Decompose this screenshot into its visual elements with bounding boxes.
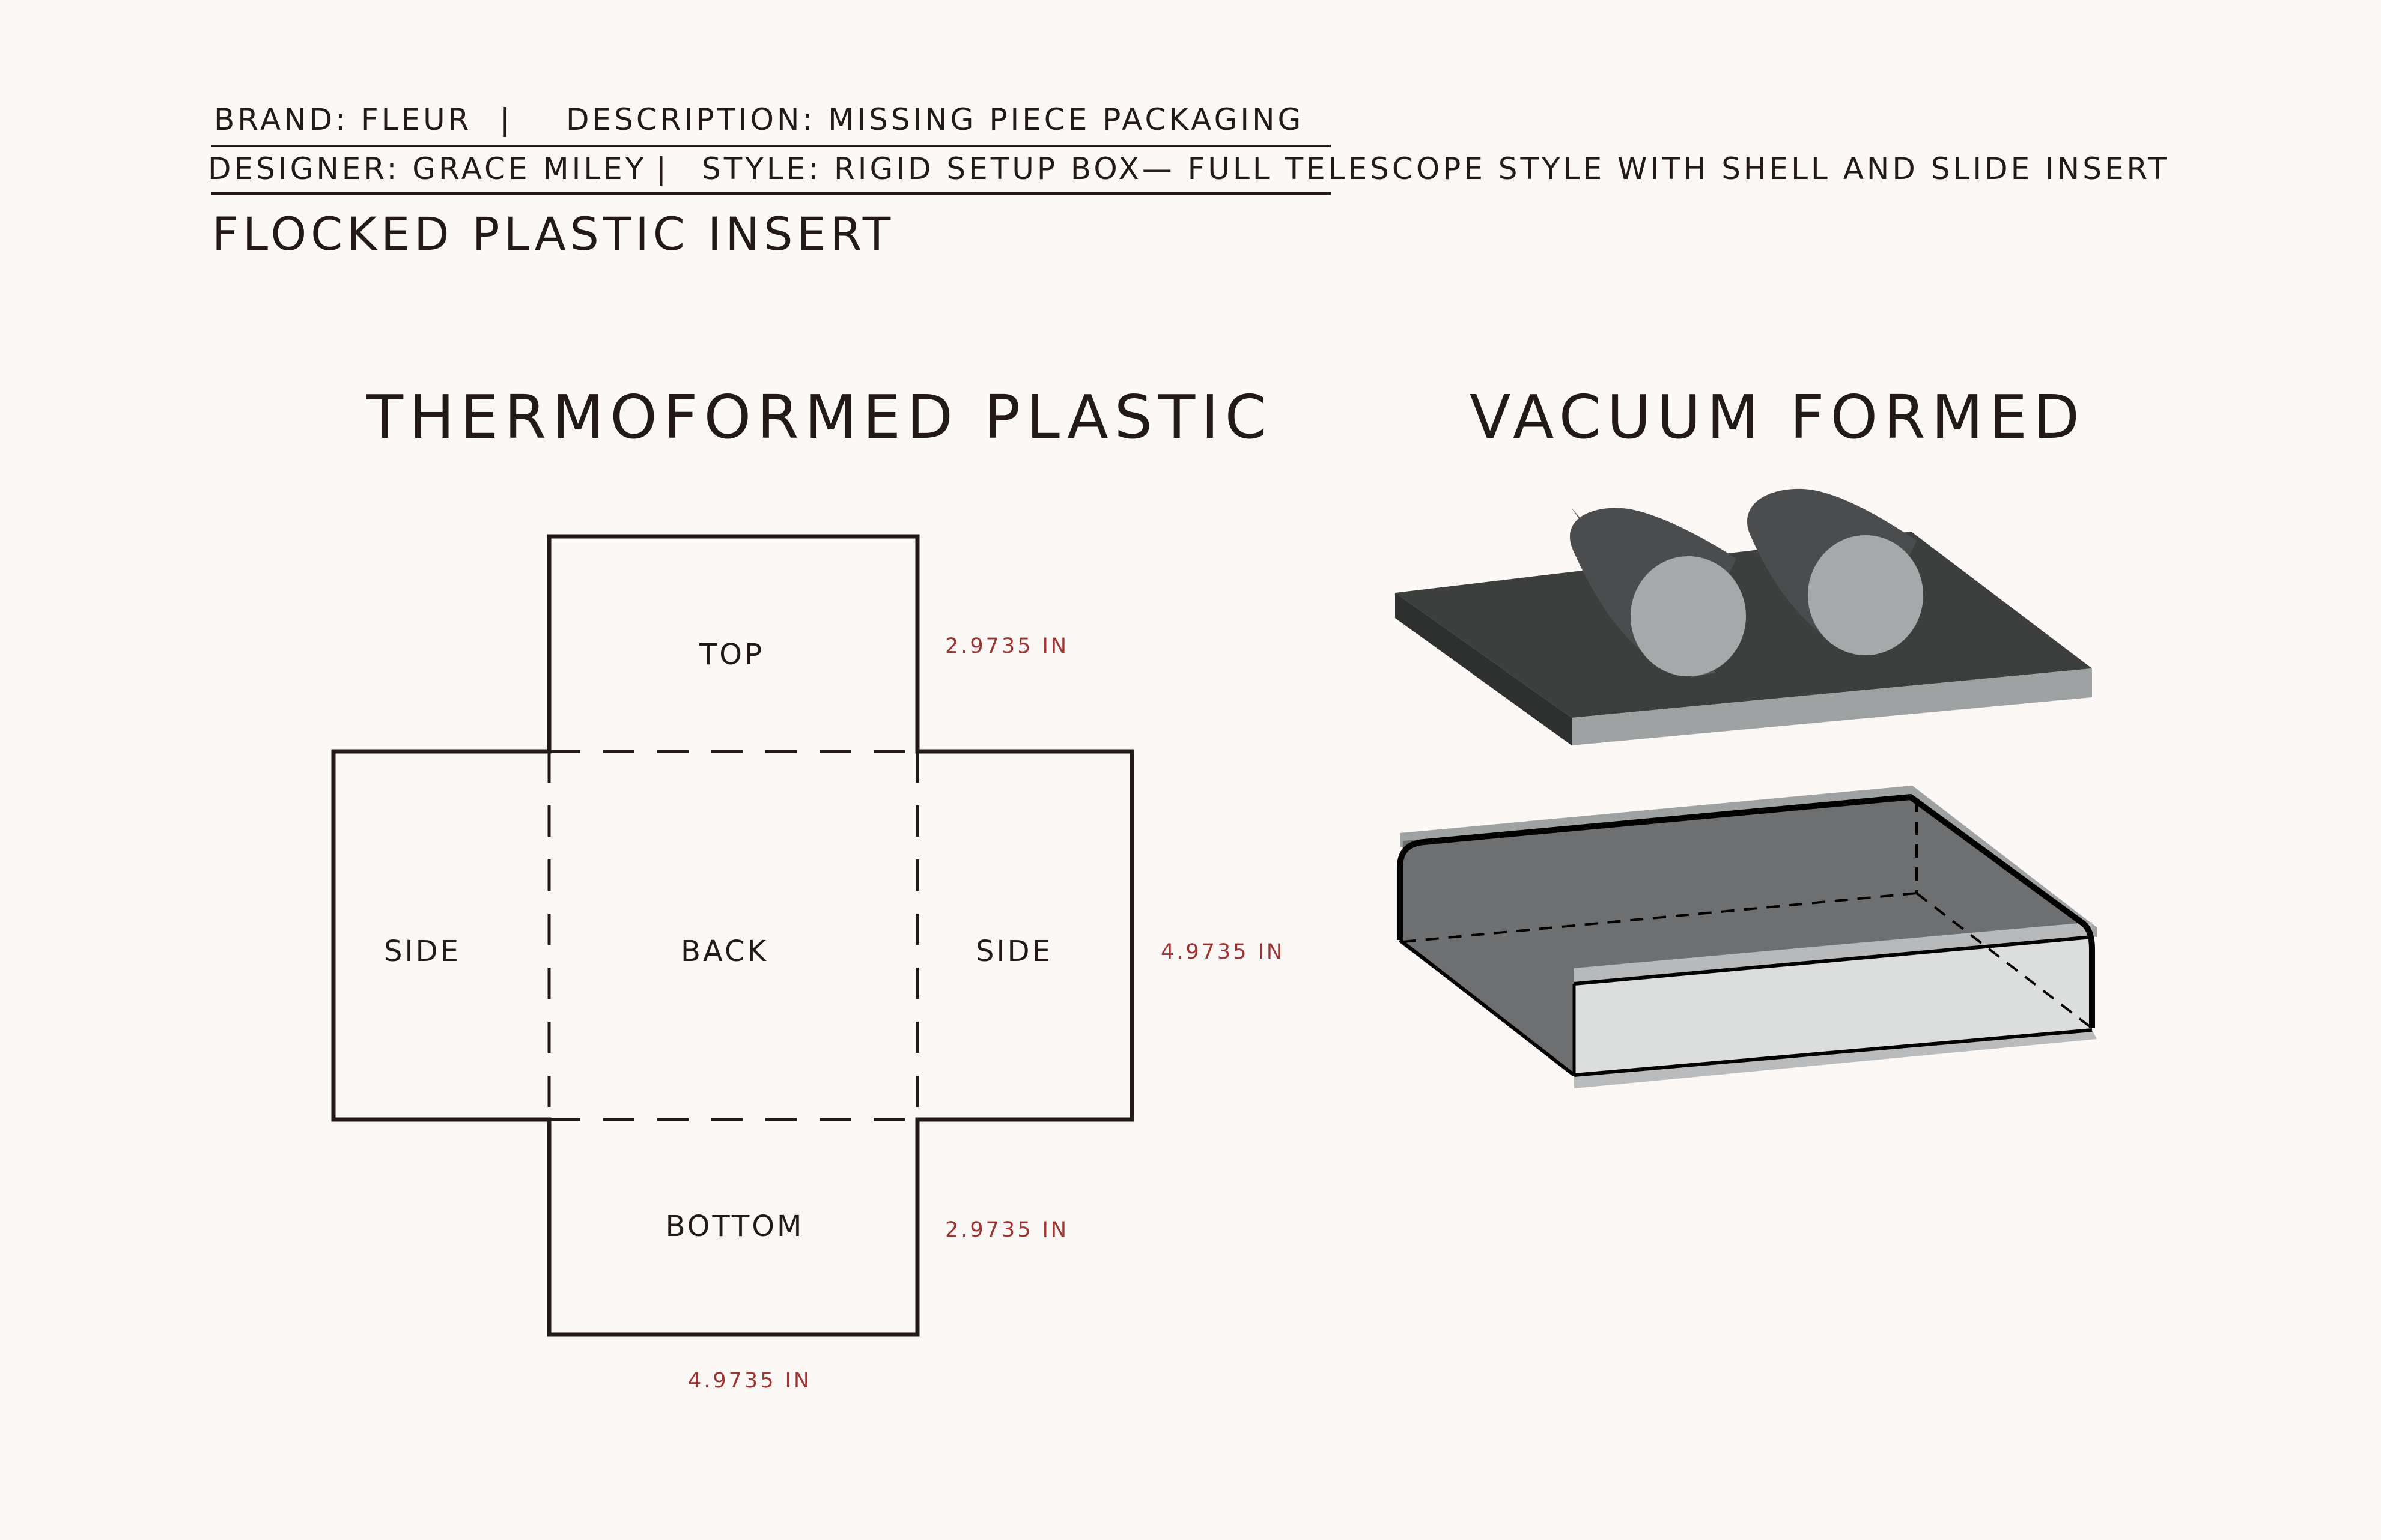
cylinder-right-cap bbox=[1808, 535, 1923, 655]
brand-label: BRAND: FLEUR bbox=[214, 102, 472, 137]
hidden-edge-right-floor bbox=[1915, 892, 2093, 1029]
lid-left-edge bbox=[1395, 593, 1572, 745]
header-separator-2: | bbox=[656, 151, 669, 186]
cylinder-right bbox=[1747, 488, 1923, 655]
header-rule-1 bbox=[211, 145, 1331, 147]
vacuum-lid-tray bbox=[1395, 532, 2092, 745]
description-label: DESCRIPTION: MISSING PIECE PACKAGING bbox=[566, 102, 1304, 137]
header-separator: | bbox=[500, 102, 513, 137]
lid-front-edge bbox=[1572, 668, 2092, 745]
dimension-top-height: 2.9735 IN bbox=[945, 634, 1069, 658]
box-inner-floor-light bbox=[1574, 922, 2092, 984]
box-left-lower-edge bbox=[1399, 938, 1575, 1077]
dimension-width: 4.9735 IN bbox=[688, 1369, 812, 1393]
designer-label: DESIGNER: GRACE MILEY bbox=[208, 151, 647, 186]
box-rim-outline bbox=[1397, 794, 2095, 1028]
dieline-title: THERMOFORMED PLASTIC bbox=[366, 382, 1273, 452]
dimension-bottom-height: 2.9735 IN bbox=[945, 1218, 1069, 1242]
header-rule-2 bbox=[211, 192, 1331, 195]
fold-lines bbox=[547, 750, 919, 1121]
cylinder-left-cap bbox=[1631, 556, 1746, 676]
style-label: STYLE: RIGID SETUP BOX— FULL TELESCOPE S… bbox=[702, 151, 2170, 186]
box-hidden-edges bbox=[1402, 799, 2093, 1029]
dimension-middle-height: 4.9735 IN bbox=[1161, 940, 1285, 964]
panel-label-top: TOP bbox=[699, 638, 764, 671]
vacuum-box-base bbox=[1397, 786, 2097, 1088]
panel-label-back: BACK bbox=[681, 935, 768, 968]
panel-label-right-side: SIDE bbox=[976, 935, 1053, 968]
render-title: VACUUM FORMED bbox=[1470, 382, 2086, 452]
dieline-diagram bbox=[331, 534, 1134, 1337]
hidden-edge-back-floor bbox=[1402, 892, 1917, 943]
cylinder-left bbox=[1569, 508, 1746, 678]
panel-label-bottom: BOTTOM bbox=[666, 1210, 804, 1243]
subtitle-label: FLOCKED PLASTIC INSERT bbox=[212, 207, 895, 261]
box-base-shadow bbox=[1574, 1030, 2097, 1088]
box-front-top-edge bbox=[1574, 935, 2093, 986]
panel-label-left-side: SIDE bbox=[384, 935, 461, 968]
box-front-bottom-edge bbox=[1574, 1028, 2093, 1077]
